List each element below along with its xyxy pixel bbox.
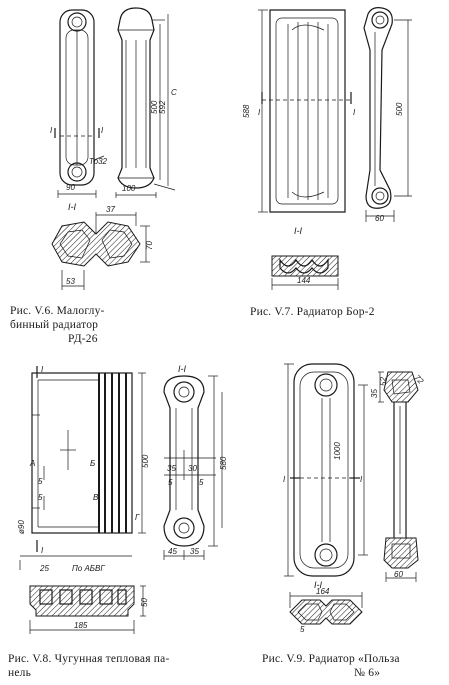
fig-v7-dim-588: 588 <box>242 104 251 118</box>
fig-v8-dim-45: 45 <box>168 547 177 556</box>
fig-v6-dim-592: 592 <box>158 100 167 114</box>
fig-v8-dim-50: 50 <box>140 598 149 607</box>
fig-v9-caption-line1: Рис. V.9. Радиатор «Польза <box>262 653 400 665</box>
fig-v9-front-view <box>284 363 368 577</box>
fig-v8-section-view <box>29 585 146 634</box>
fig-v7-mark-i-right: I <box>353 108 356 117</box>
fig-v7-dim-60: 60 <box>375 214 384 223</box>
fig-v9-caption: Рис. V.9. Радиатор «Польза № 6» <box>262 652 447 680</box>
fig-v6-mark-i-left: I <box>50 126 53 135</box>
fig-v7-dim-500: 500 <box>395 102 404 116</box>
fig-v8-dim-35b: 35 <box>190 547 199 556</box>
fig-v7-front-view <box>258 9 352 213</box>
fig-v7-mark-i-left: I <box>258 108 261 117</box>
fig-v9-dim-35: 35 <box>370 389 379 398</box>
fig-v7-side-view <box>363 7 412 222</box>
fig-v6-dim-90: 90 <box>66 183 75 192</box>
fig-v9-drawing: I I 1000 I-I 52 35 72 60 <box>283 363 426 634</box>
fig-v8-mark-v: В <box>93 493 99 502</box>
fig-v6-dim-70: 70 <box>145 241 154 250</box>
fig-v8-po-abvg: По АБВГ <box>72 564 105 573</box>
fig-v6-dim-53: 53 <box>66 277 75 286</box>
fig-v7-caption: Рис. V.7. Радиатор Бор-2 <box>250 305 445 319</box>
fig-v9-dim-5: 5 <box>300 625 305 634</box>
fig-v8-dim-5b: 5 <box>38 493 43 502</box>
fig-v6-caption-line3: РД-26 <box>68 333 98 345</box>
fig-v9-caption-line2: № 6» <box>354 667 381 679</box>
fig-v8-dim-580: 580 <box>219 456 228 470</box>
fig-v6-dim-37: 37 <box>106 205 115 214</box>
fig-v8-dim-5d: 5 <box>199 478 204 487</box>
fig-v8-caption-line1: Рис. V.8. Чугунная тепловая па- <box>8 653 170 665</box>
fig-v6-section-label: I-I <box>68 202 76 212</box>
fig-v7-section-label: I-I <box>294 226 302 236</box>
fig-v8-caption: Рис. V.8. Чугунная тепловая па- нель <box>8 652 238 680</box>
fig-v9-dim-1000: 1000 <box>333 442 342 460</box>
fig-v6-caption-line1: Рис. V.6. Малоглу- <box>10 305 105 317</box>
fig-v8-dim-30: 30 <box>188 464 197 473</box>
fig-v8-front-view <box>19 366 146 570</box>
fig-v9-dim-52: 52 <box>379 377 388 386</box>
fig-v8-dim-90: ø90 <box>17 520 26 534</box>
fig-v8-mark-i-top: I <box>41 365 44 374</box>
fig-v6-caption-line2: бинный радиатор <box>10 319 99 331</box>
fig-v8-drawing: I I А Б В Г 5 5 ø90 500 25 По АБВГ I-I <box>17 364 228 634</box>
fig-v8-mark-b: Б <box>90 459 95 468</box>
fig-v6-front-view <box>54 9 105 198</box>
fig-v8-dim-5a: 5 <box>38 477 43 486</box>
fig-v9-section-view <box>289 592 363 625</box>
fig-v8-dim-35a: 35 <box>167 464 176 473</box>
fig-v8-dim-25: 25 <box>39 564 49 573</box>
fig-v6-mark-i-right: I <box>101 126 104 135</box>
fig-v9-section-label: I-I <box>314 580 322 590</box>
fig-v6-section-view <box>51 212 150 290</box>
fig-v6-caption: Рис. V.6. Малоглу- бинный радиатор РД-26 <box>10 304 235 346</box>
fig-v6-dim-500: 500 <box>150 100 159 114</box>
fig-v6-thread-label: Тр32 <box>89 157 108 166</box>
fig-v9-dim-60: 60 <box>394 570 403 579</box>
fig-v8-section-label: I-I <box>178 364 186 374</box>
fig-v6-side-view <box>115 7 176 198</box>
fig-v8-dim-500: 500 <box>141 454 150 468</box>
fig-v7-drawing: 588 I I 500 60 I-I 144 <box>242 7 412 290</box>
fig-v6-dim-100: 100 <box>122 184 136 193</box>
fig-v9-side-view <box>378 371 419 582</box>
fig-v8-mark-a: А <box>29 459 35 468</box>
fig-v8-dim-5c: 5 <box>168 478 173 487</box>
fig-v8-side-view <box>163 375 223 560</box>
fig-v6-drawing: I I Тр32 90 500 592 С 100 I-I <box>50 7 177 290</box>
fig-v9-mark-i-right: I <box>360 475 363 484</box>
fig-v7-caption-line1: Рис. V.7. Радиатор Бор-2 <box>250 306 375 318</box>
fig-v8-mark-g: Г <box>135 513 140 522</box>
fig-v9-mark-i-left: I <box>283 475 286 484</box>
fig-v8-mark-i-bottom: I <box>41 546 44 555</box>
fig-v7-dim-144: 144 <box>297 276 311 285</box>
fig-v9-dim-164: 164 <box>316 587 330 596</box>
fig-v8-dim-185: 185 <box>74 621 88 630</box>
fig-v6-dim-c: С <box>171 88 177 97</box>
fig-v7-section-view <box>271 255 339 290</box>
fig-v8-caption-line2: нель <box>8 667 32 679</box>
